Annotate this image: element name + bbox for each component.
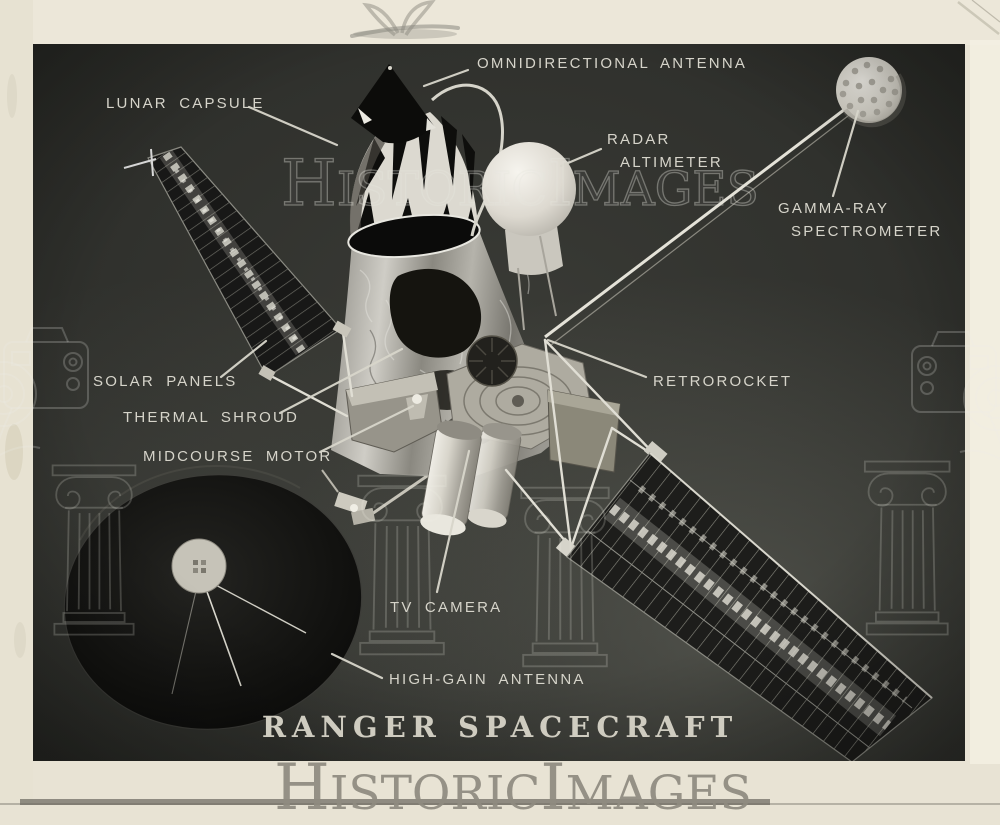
pencil-smudge-mark <box>350 0 460 39</box>
leader-midcourse-motor <box>318 404 415 454</box>
leader-gamma-ray-spectrometer <box>831 109 860 198</box>
press-photo-scan <box>0 0 1000 805</box>
leader-high-gain-antenna <box>330 652 384 680</box>
leader-tv-camera <box>435 449 471 594</box>
leader-omnidirectional-antenna <box>422 68 470 88</box>
corner-crease-mark <box>957 0 1000 35</box>
spacecraft-model <box>33 44 965 761</box>
leader-retrorocket <box>546 338 648 379</box>
border-stains <box>5 74 26 658</box>
photo-area <box>33 44 965 761</box>
leader-lunar-capsule <box>247 105 339 147</box>
leader-solar-panels <box>219 339 268 379</box>
leader-lines <box>219 68 860 680</box>
leader-thermal-shroud <box>278 347 404 415</box>
leader-radar-altimeter <box>559 147 603 168</box>
diagram-title: RANGER SPACECRAFT <box>261 710 739 744</box>
